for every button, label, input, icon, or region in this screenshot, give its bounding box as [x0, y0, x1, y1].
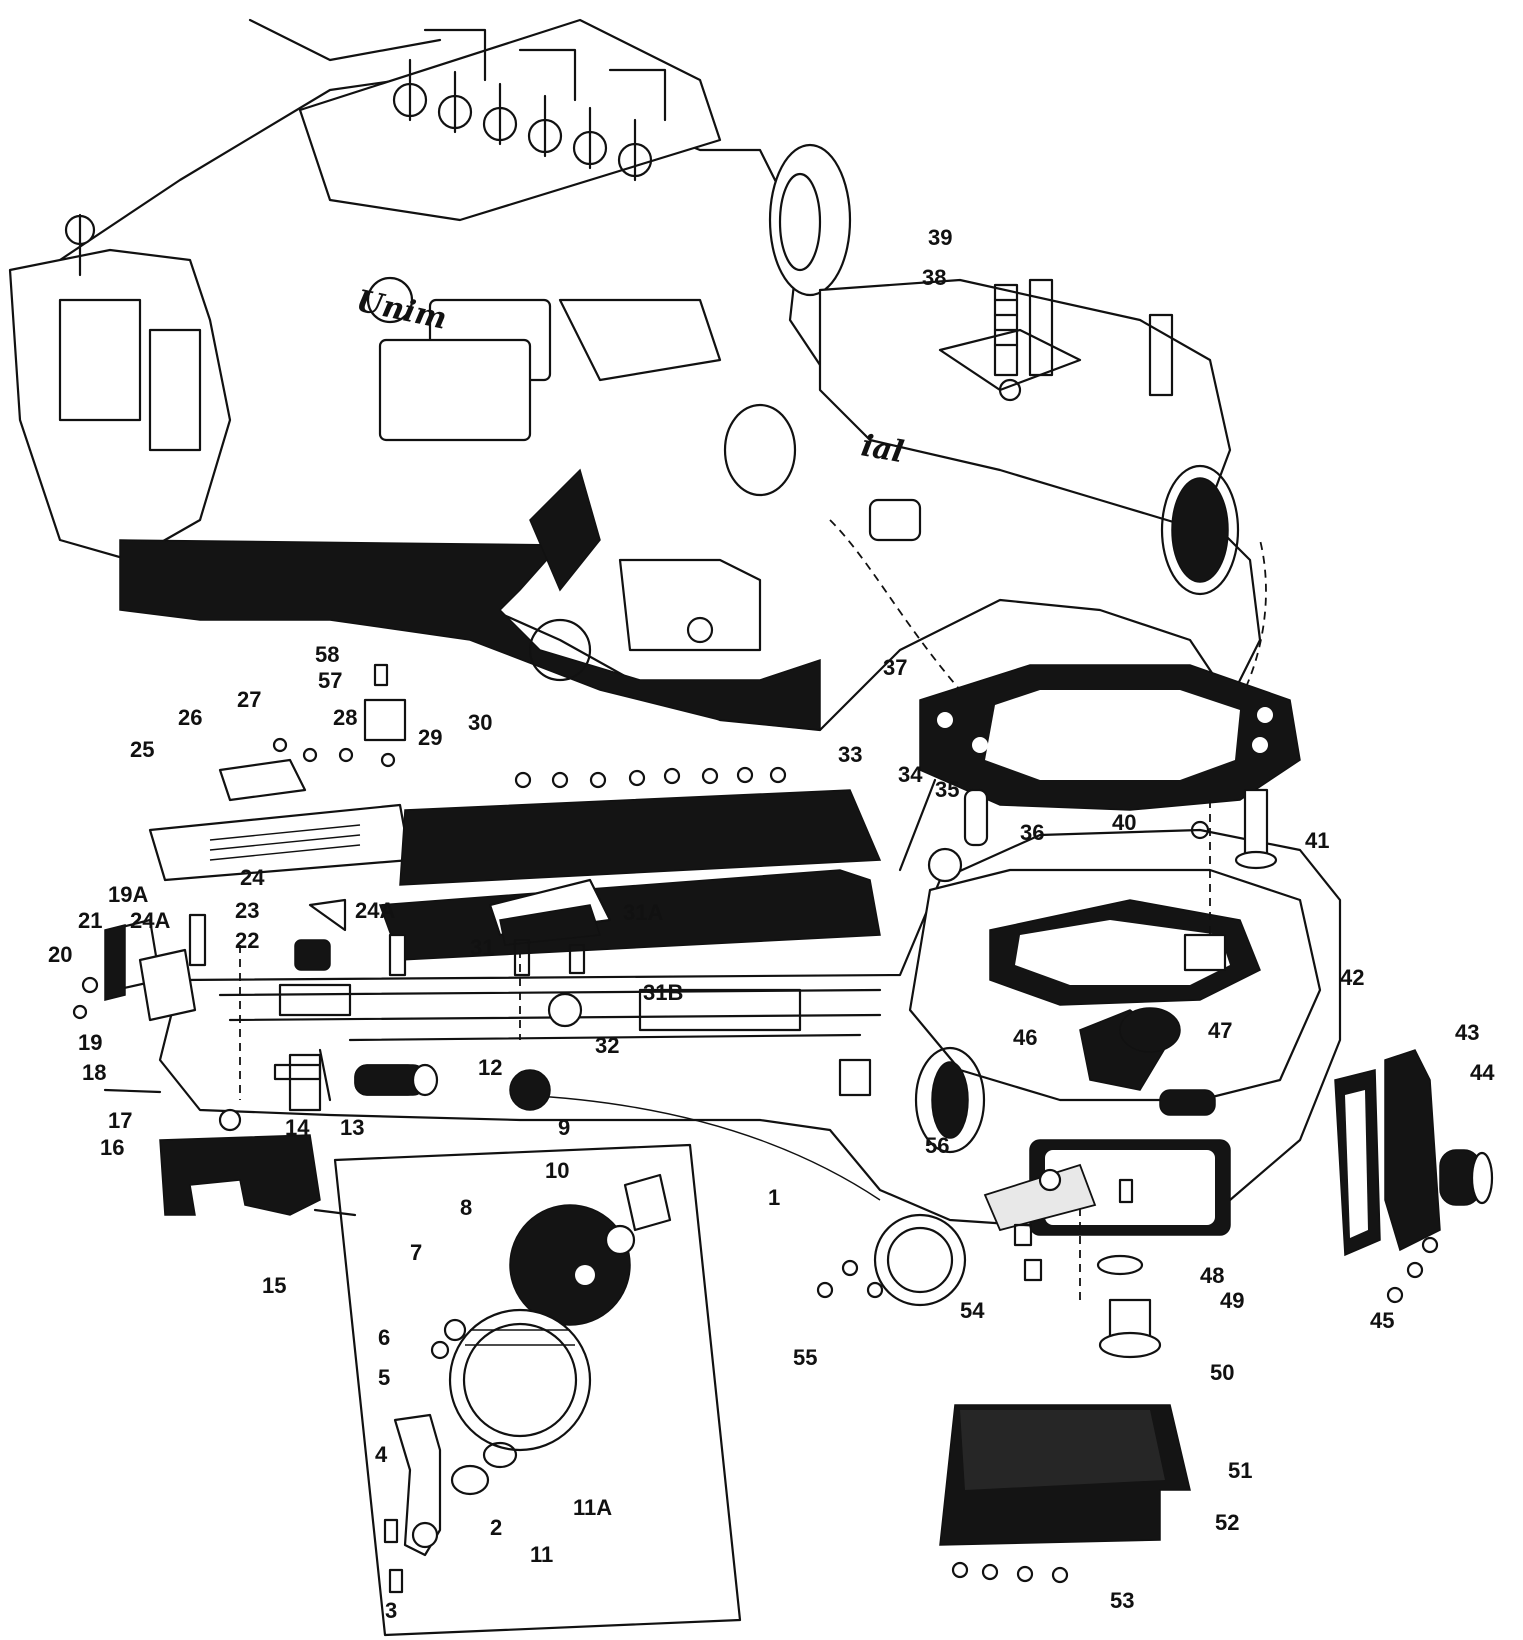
callout-19a: 19A: [108, 882, 148, 907]
callout-1: 1: [768, 1185, 780, 1210]
callout-11: 11: [530, 1542, 553, 1567]
callout-2: 2: [490, 1515, 502, 1540]
callout-24a-2: 24A: [355, 898, 395, 923]
callout-24: 24: [240, 865, 265, 890]
callout-27: 27: [237, 687, 261, 712]
callout-50: 50: [1210, 1360, 1234, 1385]
callout-17: 17: [108, 1108, 132, 1133]
callout-52: 52: [1215, 1510, 1239, 1535]
callout-29: 29: [418, 725, 442, 750]
callout-7: 7: [410, 1240, 422, 1265]
callout-11a: 11A: [573, 1495, 612, 1520]
callout-45: 45: [1370, 1308, 1394, 1333]
regulator-inset-box: [333, 1143, 742, 1637]
loose-parts: [72, 663, 1494, 1584]
callout-9: 9: [558, 1115, 570, 1140]
machine-head-assembly: Unim ial: [8, 18, 1262, 732]
callout-labels: 123456789101111A121314151617181919A20212…: [48, 225, 1495, 1623]
callout-3: 3: [385, 1598, 397, 1623]
callout-16: 16: [100, 1135, 124, 1160]
callout-38: 38: [922, 265, 946, 290]
callout-33: 33: [838, 742, 862, 767]
callout-44: 44: [1470, 1060, 1495, 1085]
callout-53: 53: [1110, 1588, 1134, 1613]
callout-57: 57: [318, 668, 342, 693]
callout-56: 56: [925, 1133, 949, 1158]
callout-47: 47: [1208, 1018, 1232, 1043]
callout-46: 46: [1013, 1025, 1037, 1050]
callout-43: 43: [1455, 1020, 1479, 1045]
callout-36: 36: [1020, 820, 1044, 845]
callout-30: 30: [468, 710, 492, 735]
callout-14: 14: [285, 1115, 310, 1140]
callout-6: 6: [378, 1325, 390, 1350]
callout-12: 12: [478, 1055, 502, 1080]
callout-42: 42: [1340, 965, 1364, 990]
callout-25: 25: [130, 737, 154, 762]
gasket-part-37: [919, 664, 1301, 811]
callout-21: 21: [78, 908, 102, 933]
callout-4: 4: [375, 1442, 388, 1467]
callout-22: 22: [235, 928, 259, 953]
callout-20: 20: [48, 942, 72, 967]
callout-13: 13: [340, 1115, 364, 1140]
callout-34: 34: [898, 762, 923, 787]
callout-5: 5: [378, 1365, 390, 1390]
callout-39: 39: [928, 225, 952, 250]
callout-58: 58: [315, 642, 339, 667]
callout-48: 48: [1200, 1263, 1224, 1288]
callout-31a: 31A: [623, 900, 663, 925]
callout-55: 55: [793, 1345, 817, 1370]
callout-40: 40: [1112, 810, 1136, 835]
callout-23: 23: [235, 898, 259, 923]
callout-31b: 31B: [643, 980, 683, 1005]
callout-49: 49: [1220, 1288, 1244, 1313]
callout-54: 54: [960, 1298, 985, 1323]
callout-32: 32: [595, 1033, 619, 1058]
callout-18: 18: [82, 1060, 106, 1085]
callout-15: 15: [262, 1273, 286, 1298]
callout-19: 19: [78, 1030, 102, 1055]
callout-28: 28: [333, 705, 357, 730]
callout-10: 10: [545, 1158, 569, 1183]
callout-35: 35: [935, 777, 959, 802]
alignment-dashed-line: [829, 519, 1267, 727]
callout-26: 26: [178, 705, 202, 730]
callout-8: 8: [460, 1195, 472, 1220]
callout-24a: 24A: [130, 908, 170, 933]
callout-41: 41: [1305, 828, 1329, 853]
brand-lettering-2: ial: [859, 428, 907, 470]
callout-37: 37: [883, 655, 907, 680]
callout-31: 31: [470, 935, 494, 960]
callout-51: 51: [1228, 1458, 1252, 1483]
